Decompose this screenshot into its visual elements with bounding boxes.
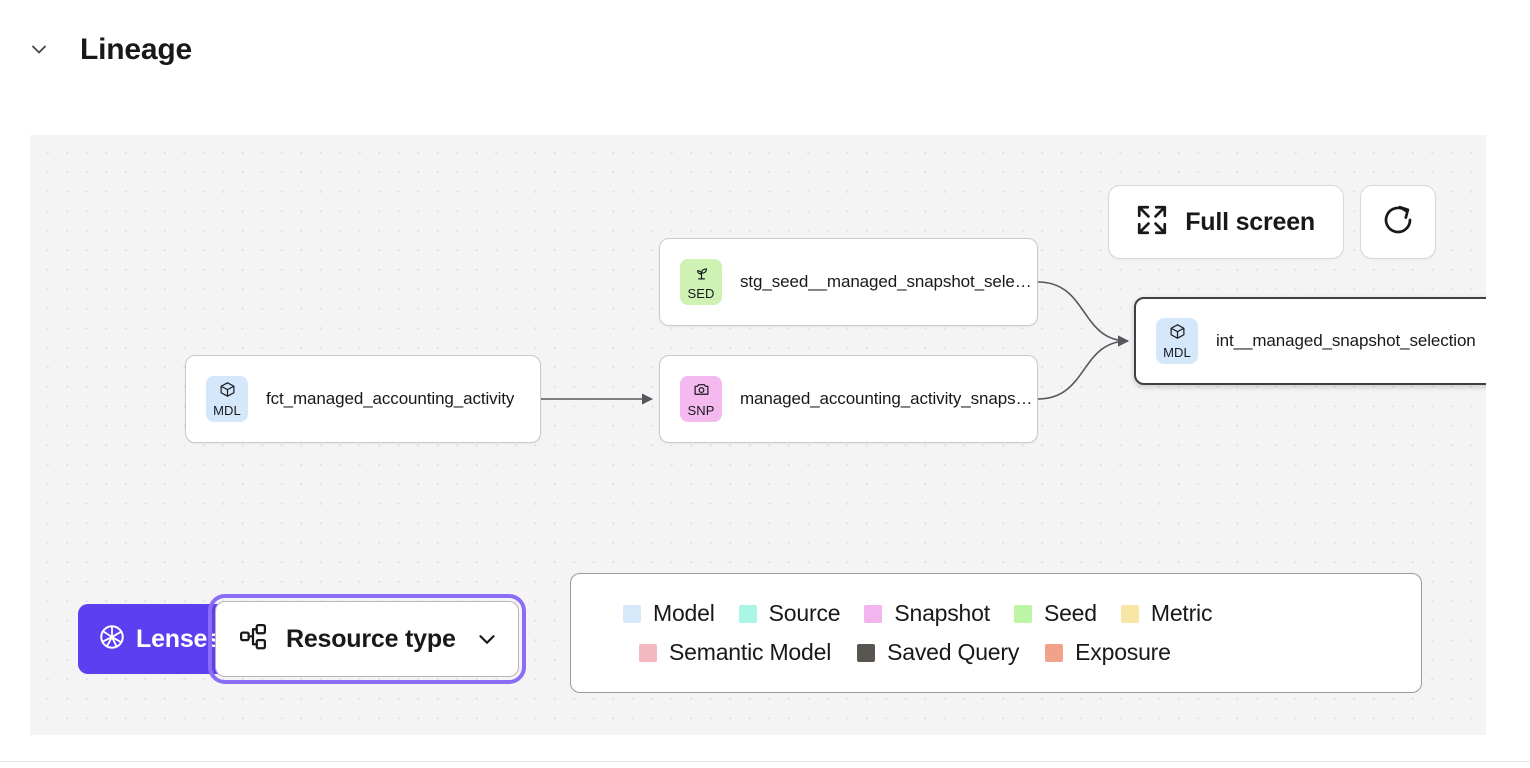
legend-swatch: [1120, 604, 1139, 623]
chevron-down-icon: [474, 626, 500, 652]
node-badge-seed: SED: [680, 259, 722, 305]
lineage-legend: Model Source Snapshot Seed Metric S: [570, 573, 1422, 693]
node-badge-model: MDL: [206, 376, 248, 422]
camera-icon: [693, 381, 710, 403]
lineage-canvas[interactable]: Full screen SED stg_seed_: [30, 135, 1486, 735]
legend-swatch: [623, 604, 641, 623]
expand-icon: [1135, 203, 1169, 242]
legend-row: Semantic Model Saved Query Exposure: [593, 639, 1399, 666]
legend-row: Model Source Snapshot Seed Metric: [593, 600, 1399, 627]
legend-label: Exposure: [1075, 639, 1171, 665]
node-label: fct_managed_accounting_activity: [266, 389, 515, 408]
legend-label: Snapshot: [894, 600, 990, 626]
lens-controls: Lenses Resource type: [78, 594, 526, 684]
seedling-icon: [693, 264, 710, 286]
resource-type-label: Resource type: [285, 624, 456, 653]
legend-item-snapshot: Snapshot: [864, 600, 990, 627]
node-badge-code: MDL: [1163, 344, 1191, 360]
bottom-divider: [0, 761, 1530, 762]
lenses-button[interactable]: Lenses: [78, 604, 239, 674]
lineage-node-fct[interactable]: MDL fct_managed_accounting_activity: [185, 355, 541, 443]
fullscreen-button[interactable]: Full screen: [1108, 185, 1344, 259]
legend-swatch: [1013, 604, 1032, 623]
legend-item-saved-query: Saved Query: [857, 639, 1019, 666]
node-badge-code: MDL: [213, 402, 241, 418]
legend-swatch: [864, 604, 883, 623]
legend-label: Semantic Model: [669, 639, 832, 665]
node-label: stg_seed__managed_snapshot_selecti...: [740, 272, 1037, 291]
lineage-node-int[interactable]: MDL int__managed_snapshot_selection: [1134, 297, 1486, 385]
node-badge-snapshot: SNP: [680, 376, 722, 422]
legend-item-seed: Seed: [1013, 600, 1097, 627]
legend-item-model: Model: [623, 600, 715, 627]
page-title: Lineage: [80, 33, 192, 66]
refresh-icon: [1380, 202, 1416, 243]
legend-label: Source: [768, 600, 841, 626]
legend-item-semantic-model: Semantic Model: [639, 639, 831, 666]
section-header: Lineage: [0, 0, 1530, 100]
hierarchy-icon: [238, 622, 268, 657]
legend-item-metric: Metric: [1120, 600, 1213, 627]
refresh-button[interactable]: [1360, 185, 1436, 259]
lineage-node-stg-seed[interactable]: SED stg_seed__managed_snapshot_selecti..…: [659, 238, 1038, 326]
aperture-icon: [98, 623, 126, 656]
node-badge-code: SED: [687, 285, 715, 301]
cube-icon: [219, 381, 236, 403]
node-badge-model: MDL: [1156, 318, 1198, 364]
canvas-toolbar: Full screen: [1108, 185, 1436, 259]
legend-swatch: [639, 643, 657, 662]
lineage-node-snapshot[interactable]: SNP managed_accounting_activity_snapshot: [659, 355, 1038, 443]
chevron-down-icon[interactable]: [28, 38, 50, 60]
lenses-label: Lenses: [136, 624, 221, 653]
node-badge-code: SNP: [687, 402, 715, 418]
legend-swatch: [738, 604, 757, 623]
legend-swatch: [857, 643, 876, 662]
legend-label: Saved Query: [887, 639, 1020, 665]
node-label: int__managed_snapshot_selection: [1216, 331, 1476, 350]
fullscreen-label: Full screen: [1185, 207, 1315, 236]
legend-label: Metric: [1150, 600, 1213, 626]
node-label: managed_accounting_activity_snapshot: [740, 389, 1037, 408]
resource-type-dropdown[interactable]: Resource type: [207, 594, 526, 684]
cube-icon: [1169, 323, 1186, 345]
legend-item-exposure: Exposure: [1045, 639, 1171, 666]
legend-item-source: Source: [738, 600, 841, 627]
legend-swatch: [1045, 643, 1064, 662]
legend-label: Model: [653, 600, 715, 626]
legend-label: Seed: [1043, 600, 1097, 626]
